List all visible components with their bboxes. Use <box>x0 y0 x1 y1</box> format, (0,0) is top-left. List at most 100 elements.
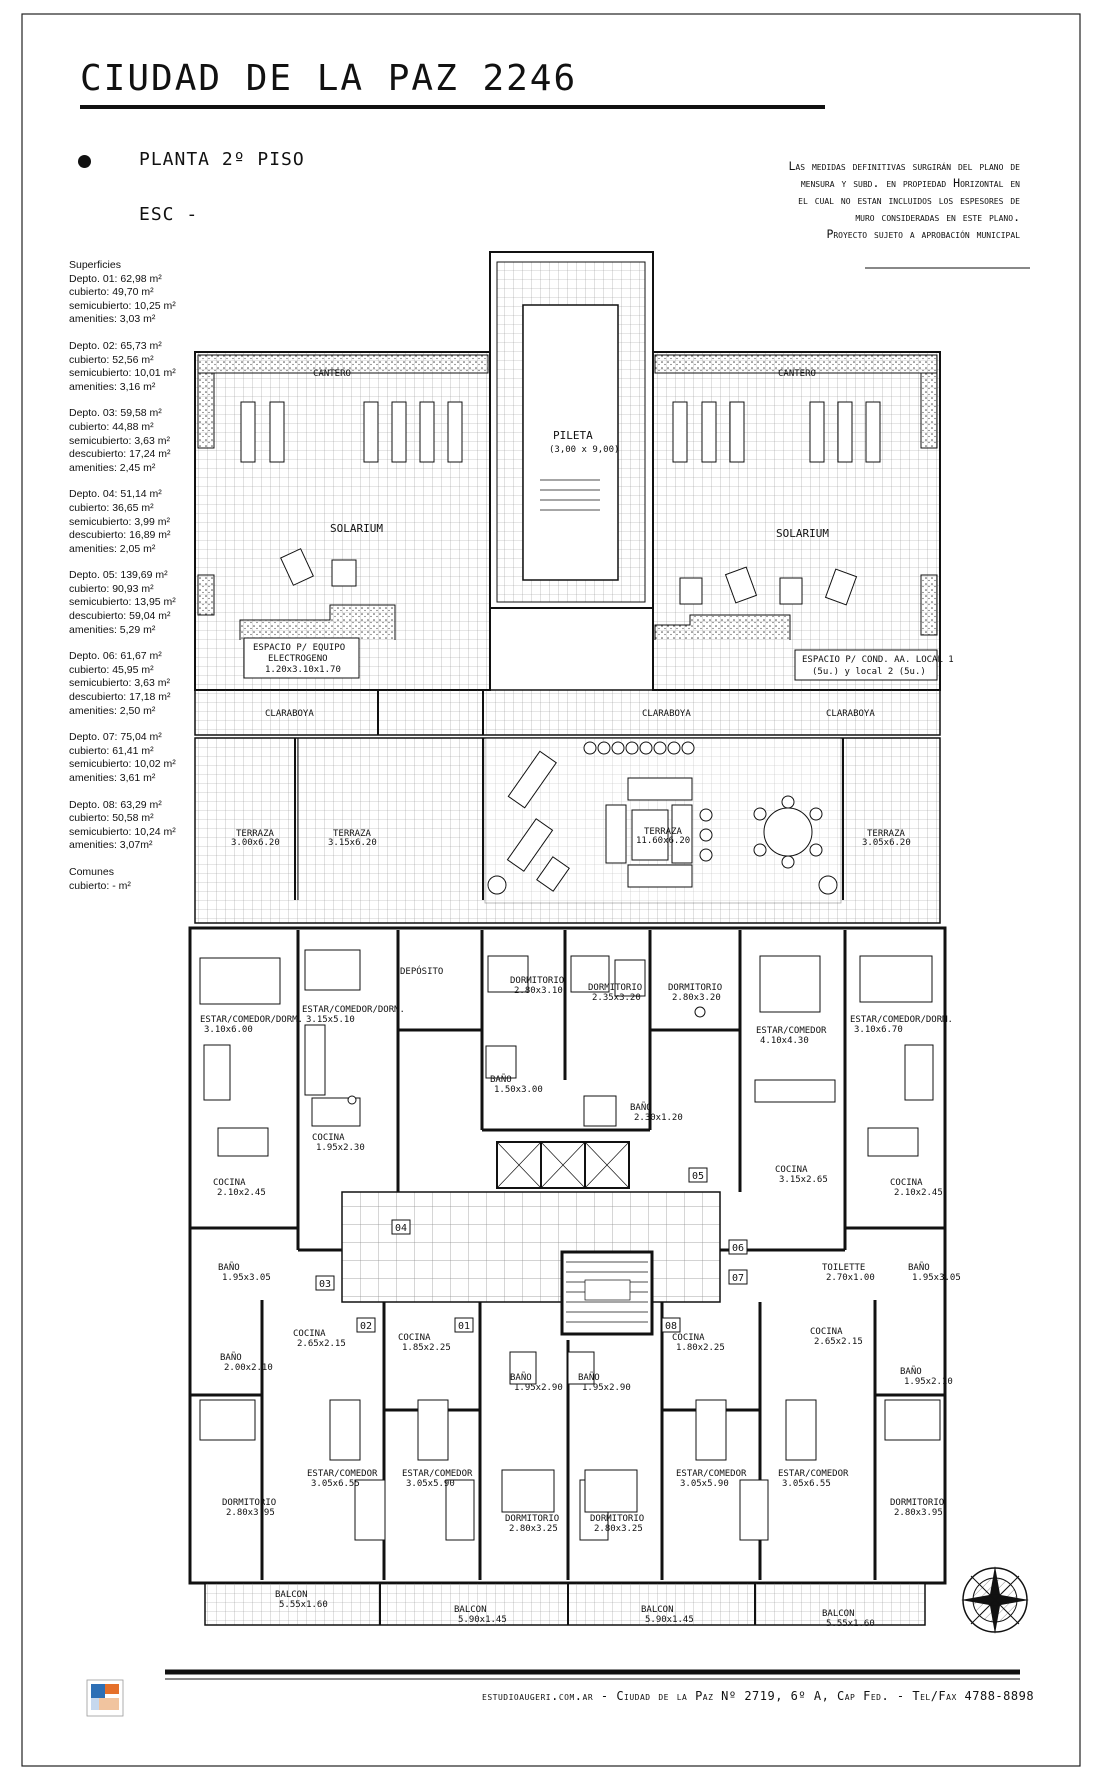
surface-line: cubierto: 61,41 m² <box>69 744 154 757</box>
room-dimension: 2.80x3.25 <box>509 1524 558 1534</box>
note-line: Las medidas definitivas surgirán del pla… <box>788 159 1021 173</box>
room-name: ESTAR/COMEDOR/DORM. <box>200 1015 303 1025</box>
note-line: muro consideradas en este plano. <box>855 210 1020 224</box>
unit-surface-08: Depto. 08: 63,29 m² cubierto: 50,58 m² s… <box>69 799 194 853</box>
unit-surface-06: Depto. 06: 61,67 m² cubierto: 45,95 m² s… <box>69 650 194 718</box>
planter-step-left <box>239 604 396 640</box>
skylight-strip <box>194 689 941 736</box>
unit-tag-box <box>391 1219 411 1235</box>
room-name: COCINA <box>293 1329 326 1339</box>
terrace-dim-1: 3.00x6.20 <box>231 838 280 848</box>
room-dimension: 2.70x1.00 <box>826 1273 875 1283</box>
room-dimension: 1.80x2.25 <box>676 1343 725 1353</box>
surface-line: descubierto: 59,04 m² <box>69 610 171 623</box>
terrace-furniture <box>506 750 823 892</box>
room-name: DORMITORIO <box>222 1498 276 1508</box>
room-dimension: 2.80x3.10 <box>514 986 563 996</box>
unit-tag: 01 <box>458 1321 470 1332</box>
room-name: ESTAR/COMEDOR <box>402 1469 473 1479</box>
room-dimension: 2.80x3.20 <box>672 993 721 1003</box>
surface-line: descubierto: 16,89 m² <box>69 529 171 542</box>
room-dimension: 1.95x2.10 <box>904 1377 953 1387</box>
generator-space <box>243 637 360 679</box>
room-dimension: 2.10x2.45 <box>894 1188 943 1198</box>
terrace-dim-2: 3.15x6.20 <box>328 838 377 848</box>
surface-line: descubierto: 17,24 m² <box>69 448 171 461</box>
unit-title: Depto. 08: 63,29 m² <box>69 798 162 811</box>
room-dimension: 5.90x1.45 <box>458 1615 507 1625</box>
room-name: BAÑO <box>908 1262 930 1273</box>
room-dimension: 3.05x5.90 <box>406 1479 455 1489</box>
pool-label: PILETA <box>553 429 593 442</box>
terrace-dim-4: 3.05x6.20 <box>862 838 911 848</box>
room-dimension: 3.10x6.70 <box>854 1025 903 1035</box>
room-dimension: 2.10x2.45 <box>217 1188 266 1198</box>
room-dimension: 3.05x5.90 <box>680 1479 729 1489</box>
terrace-label-2: TERRAZA <box>333 829 372 839</box>
unit-tag: 07 <box>732 1273 744 1284</box>
stair-treads <box>566 1261 648 1323</box>
surface-line: cubierto: 44,88 m² <box>69 420 154 433</box>
room-name: ESTAR/COMEDOR/DORM. <box>302 1005 405 1015</box>
room-dimension: 3.15x2.65 <box>779 1175 828 1185</box>
room-dimension: 5.55x1.60 <box>279 1600 328 1610</box>
surfaces-heading: Superficies <box>69 259 121 271</box>
generator-label-3: 1.20x3.10x1.70 <box>265 665 341 675</box>
room-name: BALCON <box>641 1605 674 1615</box>
solarium-label-left: SOLARIUM <box>330 522 383 535</box>
surfaces-table: Superficies Depto. 01: 62,98 m² cubierto… <box>69 259 194 906</box>
unit-tag-box <box>356 1317 376 1333</box>
room-name: BAÑO <box>630 1102 652 1113</box>
unit-title: Depto. 05: 139,69 m² <box>69 569 168 582</box>
unit-surface-03: Depto. 03: 59,58 m² cubierto: 44,88 m² s… <box>69 407 194 475</box>
surface-line: amenities: 3,16 m² <box>69 380 156 393</box>
unit-tag-box <box>315 1275 335 1291</box>
surface-line: amenities: 2,45 m² <box>69 461 156 474</box>
room-name: ESTAR/COMEDOR <box>676 1469 747 1479</box>
room-name: COCINA <box>398 1333 431 1343</box>
studio-logo <box>86 1679 124 1717</box>
room-name: ESTAR/COMEDOR <box>756 1026 827 1036</box>
surface-line: semicubierto: 3,99 m² <box>69 515 170 528</box>
room-name: ESTAR/COMEDOR <box>307 1469 378 1479</box>
project-title: CIUDAD DE LA PAZ 2246 <box>80 58 578 99</box>
plant-pots <box>487 741 838 895</box>
plan-subtitle: PLANTA 2º PISO <box>139 149 305 170</box>
skylight-label-1: CLARABOYA <box>265 709 314 719</box>
surface-line: amenities: 2,05 m² <box>69 542 156 555</box>
room-dimension: 2.00x2.10 <box>224 1363 273 1373</box>
room-name: COCINA <box>672 1333 705 1343</box>
terrace-area <box>194 737 941 924</box>
surface-line: semicubierto: 3,63 m² <box>69 434 170 447</box>
room-dimension: 1.95x2.90 <box>582 1383 631 1393</box>
commons-surface: Comunes cubierto: - m² <box>69 866 194 893</box>
terrace-dim-3: 11.60x6.20 <box>636 836 690 846</box>
room-name: COCINA <box>213 1178 246 1188</box>
surface-line: cubierto: 49,70 m² <box>69 286 154 299</box>
generator-label-2: ELECTROGENO <box>268 654 328 664</box>
planter-step-right <box>654 614 791 640</box>
room-name: BAÑO <box>218 1262 240 1273</box>
room-dimension: 3.10x6.00 <box>204 1025 253 1035</box>
surface-line: semicubierto: 3,63 m² <box>69 677 170 690</box>
unit-tag: 06 <box>732 1243 744 1254</box>
surface-line: semicubierto: 10,25 m² <box>69 299 176 312</box>
surface-line: cubierto: 36,65 m² <box>69 501 154 514</box>
room-name: DORMITORIO <box>668 983 722 993</box>
north-compass-icon <box>961 1566 1029 1634</box>
unit-title: Depto. 01: 62,98 m² <box>69 272 162 285</box>
room-name: COCINA <box>775 1165 808 1175</box>
skylight-label-3: CLARABOYA <box>826 709 875 719</box>
skylight-label-2: CLARABOYA <box>642 709 691 719</box>
room-dimension: 1.95x2.90 <box>514 1383 563 1393</box>
room-dimension: 2.35x3.20 <box>592 993 641 1003</box>
room-dimension: 2.80x3.95 <box>226 1508 275 1518</box>
room-dimension: 2.80x3.95 <box>894 1508 943 1518</box>
unit-furniture <box>199 949 941 1541</box>
room-dimension: 1.95x3.05 <box>222 1273 271 1283</box>
surface-line: amenities: 3,03 m² <box>69 313 156 326</box>
planter-right <box>654 354 938 374</box>
